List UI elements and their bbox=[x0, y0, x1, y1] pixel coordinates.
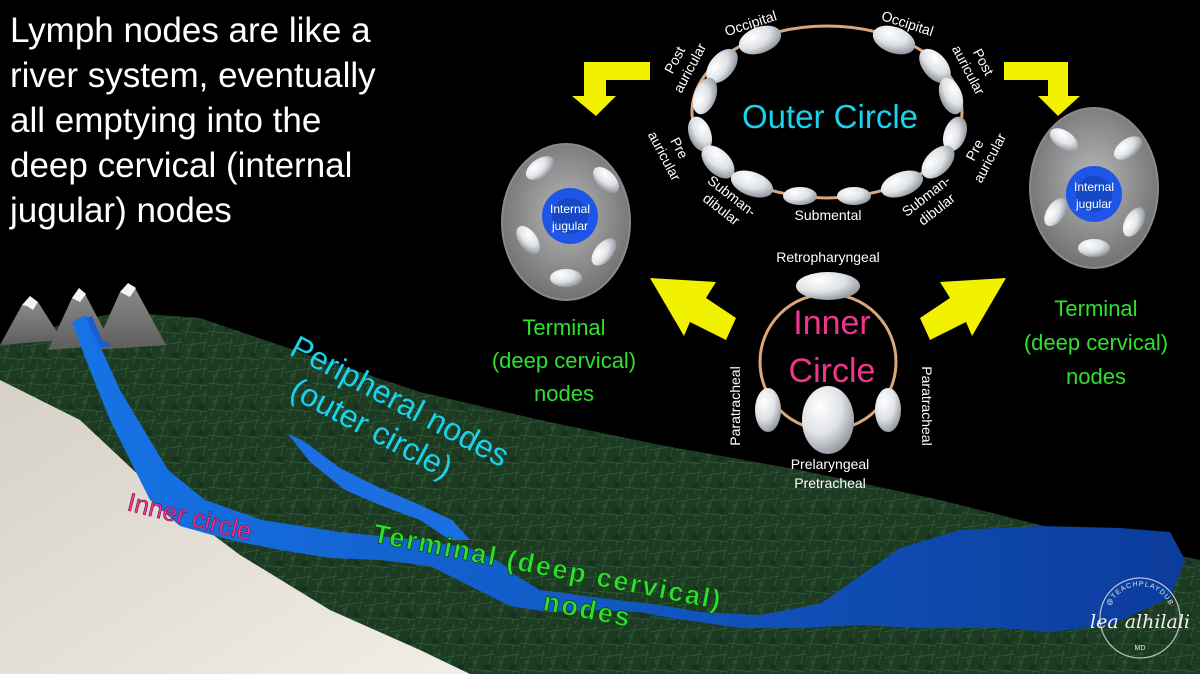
river-stream bbox=[86, 316, 112, 348]
watermark-ring bbox=[1099, 577, 1181, 659]
internal-jugular-right-lumen bbox=[1076, 176, 1112, 212]
post-auricular-node-right-1 bbox=[919, 48, 951, 84]
terminal-right-caption-2: (deep cervical) bbox=[1024, 330, 1168, 355]
paratracheal-node-right bbox=[875, 388, 901, 432]
terminal-node-right-4 bbox=[1122, 207, 1146, 237]
outer-circle-ring bbox=[690, 24, 964, 200]
inner-circle-title-line1: Inner bbox=[793, 304, 871, 342]
watermark-suffix: MD bbox=[1135, 645, 1146, 652]
terminal-node-right-1 bbox=[1049, 128, 1079, 152]
submental-node-right bbox=[837, 187, 871, 205]
internal-jugular-left-lumen bbox=[552, 198, 588, 234]
submental-node-left bbox=[783, 187, 817, 205]
submandibular-node-right-1 bbox=[921, 145, 955, 179]
arrow-inner-to-left-shape bbox=[650, 278, 736, 340]
headline-line-2: river system, eventually bbox=[10, 56, 376, 95]
terminal-node-right-2 bbox=[1113, 136, 1143, 160]
label-pretracheal: Pretracheal bbox=[794, 475, 866, 491]
snowcap-middle bbox=[72, 288, 86, 302]
terminal-node-right-5 bbox=[1078, 239, 1110, 257]
terminal-node-left-3 bbox=[516, 225, 540, 255]
inner-circle-title-line2: Circle bbox=[789, 352, 876, 390]
headline-line-1: Lymph nodes are like a bbox=[10, 11, 371, 50]
label-paratracheal-left: Paratracheal bbox=[727, 366, 743, 445]
valley-slope bbox=[0, 380, 470, 674]
terminal-left-caption-1: Terminal bbox=[522, 315, 605, 340]
inner-circle-diagram: Retropharyngeal Inner Circle Paratrachea… bbox=[727, 249, 935, 491]
label-prelaryngeal: Prelaryngeal bbox=[791, 456, 870, 472]
retropharyngeal-node bbox=[796, 272, 860, 300]
headline-line-4: deep cervical (internal bbox=[10, 146, 353, 185]
arrow-outer-to-left-shape bbox=[572, 62, 650, 116]
occipital-node-left bbox=[738, 25, 782, 55]
post-auricular-node-left-2 bbox=[692, 77, 718, 115]
terminal-left-caption-3: nodes bbox=[534, 381, 594, 406]
occipital-node-right bbox=[872, 25, 916, 55]
terminal-node-left-5 bbox=[550, 269, 582, 287]
arrow-inner-to-right-shape bbox=[920, 278, 1006, 340]
terminal-node-left-1 bbox=[525, 156, 555, 180]
slide-headline: Lymph nodes are like a river system, eve… bbox=[10, 8, 450, 233]
terminal-node-left-2 bbox=[593, 167, 619, 193]
headline-line-3: all emptying into the bbox=[10, 101, 322, 140]
flow-arrows bbox=[572, 62, 1080, 340]
river-tributary bbox=[288, 434, 470, 540]
pre-auricular-node-right bbox=[942, 116, 968, 152]
pre-auricular-node-left bbox=[687, 116, 713, 152]
headline-line-5: jugular) nodes bbox=[10, 191, 232, 230]
paratracheal-node-left bbox=[755, 388, 781, 432]
watermark-signature: lea alhilali bbox=[1090, 611, 1190, 633]
submandibular-node-left-2 bbox=[730, 170, 774, 198]
outer-circle-nodes bbox=[687, 25, 968, 205]
terminal-right-caption-3: nodes bbox=[1066, 364, 1126, 389]
terminal-cluster-right: Internal jugular Terminal (deep cervical… bbox=[1024, 107, 1168, 389]
terminal-right-caption-1: Terminal bbox=[1054, 296, 1137, 321]
prelaryngeal-node bbox=[802, 386, 854, 454]
outer-circle-diagram: Outer Circle Occipital Occipital Post au… bbox=[645, 7, 1010, 228]
label-paratracheal-right: Paratracheal bbox=[919, 366, 935, 445]
post-auricular-node-right-2 bbox=[938, 77, 964, 115]
river-landscape bbox=[0, 283, 1200, 674]
label-submental: Submental bbox=[795, 207, 862, 223]
post-auricular-node-left-1 bbox=[706, 48, 738, 84]
internal-jugular-right-label-2: jugular bbox=[1075, 197, 1112, 211]
river-main bbox=[72, 315, 1185, 632]
internal-jugular-left-label-1: Internal bbox=[550, 202, 590, 216]
label-retropharyngeal: Retropharyngeal bbox=[776, 249, 880, 265]
terminal-node-left-4 bbox=[591, 238, 617, 266]
terminal-cluster-left: Internal jugular Terminal (deep cervical… bbox=[492, 143, 636, 406]
internal-jugular-left-label-2: jugular bbox=[551, 219, 588, 233]
mountain-right bbox=[94, 286, 166, 350]
snowcap-right bbox=[120, 283, 136, 297]
mountain-left bbox=[0, 302, 62, 345]
submandibular-node-left-1 bbox=[701, 145, 735, 179]
submandibular-node-right-2 bbox=[880, 170, 924, 198]
terminal-left-caption-2: (deep cervical) bbox=[492, 348, 636, 373]
arrow-outer-to-right-shape bbox=[1004, 62, 1080, 116]
outer-circle-title: Outer Circle bbox=[742, 98, 918, 135]
snowcap-left bbox=[22, 296, 38, 310]
internal-jugular-right-label-1: Internal bbox=[1074, 180, 1114, 194]
terminal-node-right-3 bbox=[1044, 197, 1068, 227]
